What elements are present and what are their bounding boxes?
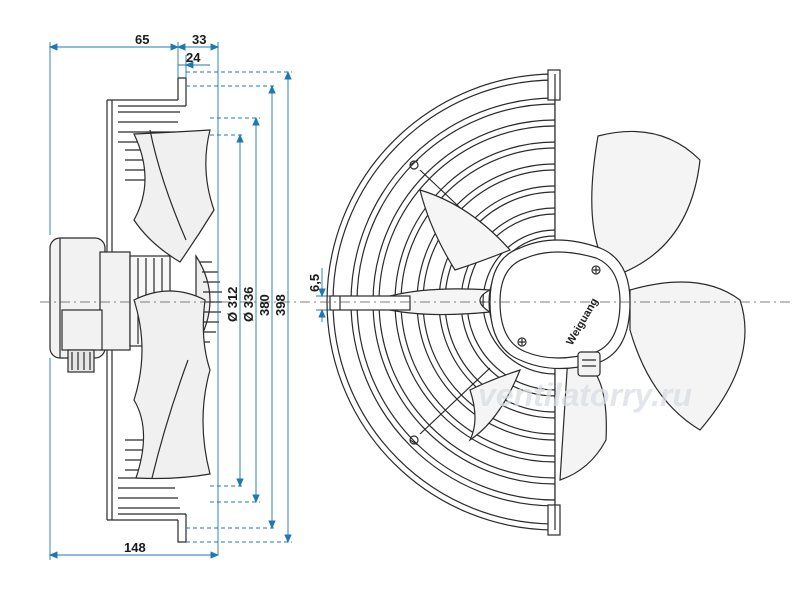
front-view (300, 69, 790, 536)
dim-d312: Ø 312 (225, 287, 240, 322)
dim-380: 380 (257, 294, 272, 316)
side-view (40, 77, 300, 543)
front-mount-feet (409, 69, 561, 536)
dimension-lines (48, 42, 346, 560)
dim-33: 33 (192, 32, 206, 47)
front-motor-housing (489, 239, 631, 377)
dim-24: 24 (186, 50, 201, 65)
front-shaft (329, 295, 411, 311)
dim-shaft: 6,5 (307, 274, 322, 292)
dimension-labels: 65 33 24 148 Ø 312 Ø 336 380 398 6,5 (124, 32, 322, 555)
front-blades (559, 130, 746, 481)
side-blades (133, 129, 215, 480)
dim-398: 398 (273, 294, 288, 316)
dim-65: 65 (135, 32, 149, 47)
watermark-text: ventilatorry.ru (478, 377, 692, 413)
dim-148: 148 (124, 540, 146, 555)
dim-d336: Ø 336 (241, 287, 256, 322)
